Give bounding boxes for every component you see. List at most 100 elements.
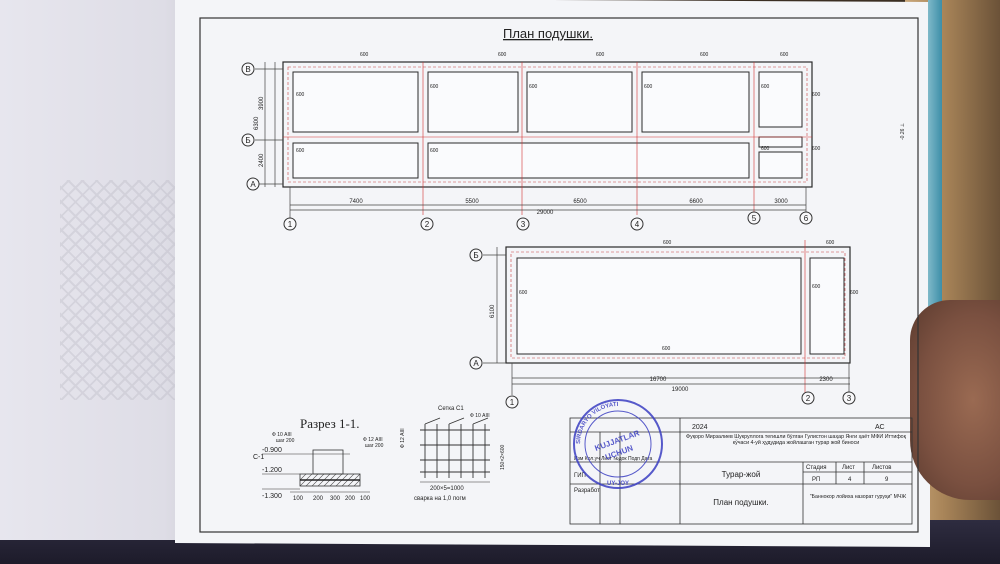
- plan1-row-marker: [246, 177, 260, 191]
- svg-text:200: 200: [313, 496, 324, 502]
- plan1-row-marker: [241, 133, 255, 147]
- svg-text:300: 300: [330, 496, 341, 502]
- plan1-row-dim: 3900: [259, 96, 265, 110]
- svg-text:600: 600: [700, 52, 709, 58]
- drawing-title: План подушки.: [503, 26, 593, 41]
- svg-text:600: 600: [296, 92, 305, 98]
- plan1-room: [427, 142, 750, 179]
- plan1-wall-labels: 600 600 600 600 600 600 600 600 600 600 …: [296, 52, 821, 154]
- mesh-rebar-label: Ф 10 АIII: [470, 413, 490, 419]
- section-title: Разрез 1-1.: [300, 416, 360, 431]
- plan1-axis-labels: 1 2 3 4 5 6: [288, 214, 809, 229]
- sheet-frame: [199, 17, 919, 533]
- tb-header-row: Изм Кол.уч Лист №док Подп Дата: [574, 456, 653, 462]
- section-level: -0.900: [262, 447, 282, 454]
- stamp-ring-text-2: UY-JOY: [607, 481, 629, 487]
- section-rebar-label: Ф 12 АIII: [363, 437, 383, 443]
- section-level: -1.300: [262, 493, 282, 500]
- tb-year: 2024: [692, 424, 708, 431]
- plan1-row-dim: 2400: [259, 153, 265, 167]
- svg-text:600: 600: [663, 240, 672, 246]
- plan1-row-label: Б: [245, 136, 250, 145]
- svg-text:600: 600: [596, 52, 605, 58]
- plan1-axis-lines: [283, 62, 812, 215]
- plan1-red-outline: [287, 66, 808, 183]
- plan1-room: [758, 151, 803, 179]
- svg-text:100: 100: [360, 496, 371, 502]
- plan1-span-dim: 6500: [573, 199, 587, 205]
- mesh-rebar-label: Ф 12 АIII: [400, 428, 406, 448]
- tb-sheets-header: Листов: [872, 465, 892, 471]
- plan1-row-label: В: [245, 65, 250, 74]
- plan2-row-label: Б: [473, 251, 478, 260]
- svg-text:600: 600: [519, 290, 528, 296]
- plan1-room: [641, 71, 750, 133]
- tb-company: "Баннокор лойиха назорат гуруҳи" МЧЖ: [809, 494, 907, 500]
- svg-text:600: 600: [812, 92, 821, 98]
- plan1-span-dim: 7400: [349, 199, 363, 205]
- plan1-axis-markers: [283, 211, 813, 231]
- left-page-pattern: [60, 180, 190, 400]
- tb-sheet: 4: [848, 477, 852, 483]
- tb-sheet-header: Лист: [842, 465, 855, 471]
- plan1-room: [427, 71, 519, 133]
- plan-2: Б А 6100 600 600 600 600 600 600 16700 2…: [469, 240, 859, 409]
- tb-developer: Разработ: [574, 488, 600, 494]
- tb-code: АС: [875, 424, 885, 431]
- tb-stage-header: Стадия: [806, 465, 826, 471]
- svg-text:600: 600: [498, 52, 507, 58]
- section-rebar-label: шаг 200: [276, 438, 295, 444]
- svg-text:600: 600: [360, 52, 369, 58]
- section-rebar-label: Ф 10 АIII: [272, 432, 292, 438]
- plan2-total-dim: 19000: [672, 387, 689, 393]
- plan-1: В Б А 3900 6300 2400 600 600 600 600 600…: [241, 52, 906, 231]
- plan2-row-dim: 6100: [490, 304, 496, 318]
- tb-sheets: 9: [885, 477, 889, 483]
- svg-text:600: 600: [761, 146, 770, 152]
- plan2-row-label: А: [473, 359, 479, 368]
- plan1-row-marker: [241, 62, 255, 76]
- svg-text:3: 3: [521, 220, 526, 229]
- section-bottom-dims: 100 200 300 200 100: [293, 496, 371, 502]
- plan2-axis-label: 1: [510, 398, 515, 407]
- plan2-span-dim: 2300: [819, 377, 833, 383]
- svg-text:5: 5: [752, 214, 757, 223]
- svg-text:600: 600: [850, 290, 859, 296]
- mesh-dim: 200×5=1000: [430, 486, 464, 492]
- plan1-room: [758, 71, 803, 128]
- official-stamp: SIRDARYO VILOYATI UY-JOY KUJJATLAR UCHUN: [573, 399, 663, 489]
- tb-gip: ГИП: [574, 473, 586, 479]
- svg-text:4: 4: [635, 220, 640, 229]
- mesh-dim: 150×2×600: [500, 444, 506, 470]
- tb-drawing-name: План подушки.: [713, 498, 768, 507]
- plan1-room: [292, 71, 419, 133]
- svg-text:2: 2: [425, 220, 430, 229]
- mesh-c1: Сетка С1 Ф 10 АIII Ф 12 АIII 150×2×600 2…: [400, 406, 506, 502]
- svg-text:600: 600: [761, 84, 770, 90]
- mesh-grid: [420, 417, 490, 478]
- svg-text:600: 600: [529, 84, 538, 90]
- mesh-note: сварка на 1,0 погм: [414, 496, 466, 502]
- plan1-grid-lines: [255, 62, 807, 218]
- plan1-span-dim: 6600: [689, 199, 703, 205]
- section-rebar-label: шаг 200: [365, 443, 384, 449]
- svg-text:600: 600: [812, 284, 821, 290]
- mesh-title: Сетка С1: [438, 406, 464, 412]
- svg-text:600: 600: [430, 84, 439, 90]
- svg-text:100: 100: [293, 496, 304, 502]
- plan1-room: [526, 71, 633, 133]
- section-level: -1.200: [262, 467, 282, 474]
- left-page: [0, 0, 205, 540]
- section-1-1: Разрез 1-1. Ф 10 АIII шаг 200 Ф 12 АIII …: [253, 416, 384, 502]
- svg-text:600: 600: [780, 52, 789, 58]
- tb-object-name: Турар-жой: [722, 470, 761, 479]
- svg-text:1: 1: [288, 220, 293, 229]
- svg-text:6: 6: [804, 214, 809, 223]
- title-block: [569, 417, 913, 525]
- svg-text:600: 600: [662, 346, 671, 352]
- plan1-room: [292, 142, 419, 179]
- plan1-row-dim: 6300: [254, 116, 260, 130]
- tb-stage: РП: [812, 477, 820, 483]
- svg-text:600: 600: [430, 148, 439, 154]
- plan1-span-dim: 3000: [774, 199, 788, 205]
